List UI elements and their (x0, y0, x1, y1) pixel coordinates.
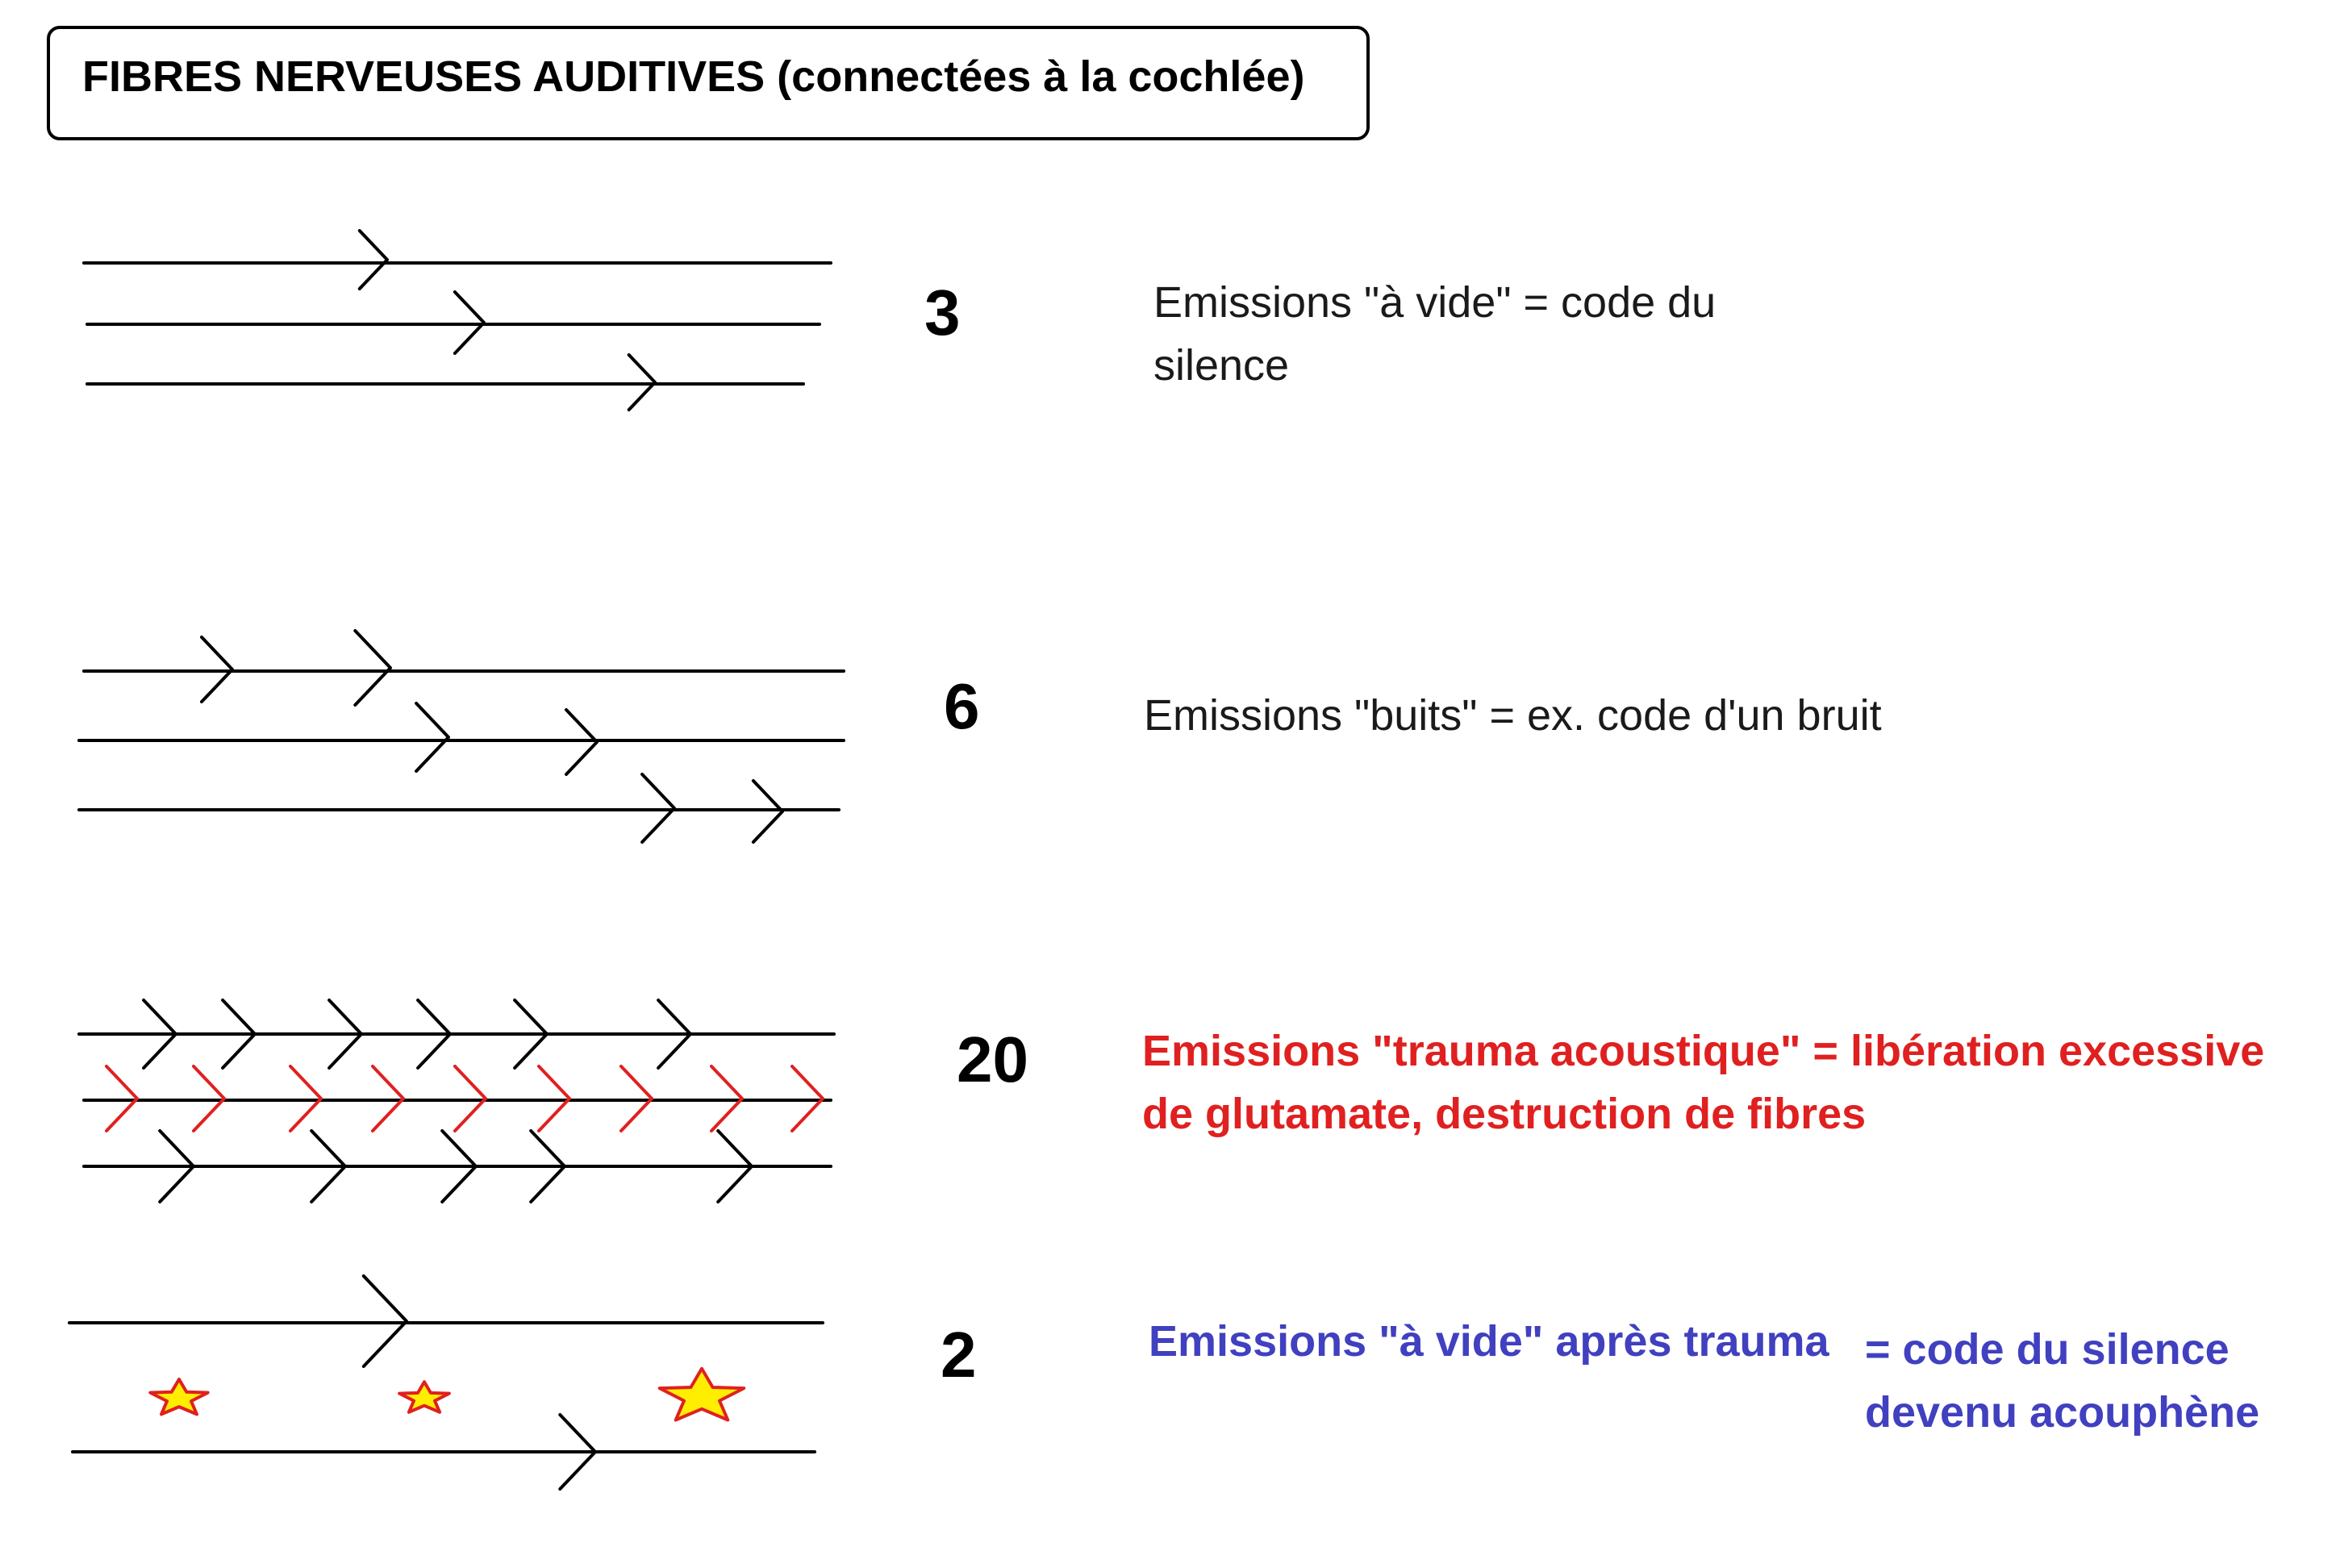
row-4-side-note-line-1: = code du silence (1865, 1325, 2230, 1374)
row-3-description-line-1: Emissions "trauma acoustique" = libérati… (1142, 1027, 2265, 1075)
row-3-fiber-2-spike-3 (289, 1065, 323, 1132)
destroyed-fiber-star-1 (148, 1378, 210, 1416)
row-3-description-line-2: de glutamate, destruction de fibres (1142, 1090, 1867, 1138)
row-1-description: Emissions "à vide" = code du silence (1153, 271, 1716, 397)
title-box: FIBRES NERVEUSES AUDITIVES (connectées à… (47, 26, 1370, 140)
row-3-fiber-2-spike-7 (619, 1065, 653, 1132)
row-2-fiber-1-spike-2 (353, 629, 392, 707)
row-2-count: 6 (944, 670, 980, 742)
row-3-fiber-2-spike-5 (453, 1065, 487, 1132)
row-3-description: Emissions "trauma acoustique" = libérati… (1142, 1020, 2264, 1145)
row-4-count: 2 (941, 1319, 977, 1391)
row-3-count: 20 (957, 1024, 1028, 1095)
row-3-fiber-3-spike-4 (529, 1129, 566, 1203)
row-3-fiber-3-spike-1 (158, 1129, 195, 1203)
row-4-description-main: Emissions "à vide" après trauma (1149, 1317, 1829, 1366)
row-4-side-note: = code du silence devenu acouphène (1865, 1318, 2259, 1444)
destroyed-fiber-star-2 (398, 1380, 451, 1414)
row-2-description: Emissions "buits" = ex. code d'un bruit (1144, 684, 1882, 747)
row-3-fiber-2-spike-8 (710, 1065, 744, 1132)
row-3-fiber-2-spike-2 (192, 1065, 226, 1132)
row-3-fiber-3-spike-2 (310, 1129, 347, 1203)
row-4-description: Emissions "à vide" après trauma (1149, 1310, 1829, 1373)
row-1-spike-1 (357, 229, 389, 290)
row-1-description-line-2: silence (1153, 341, 1290, 390)
row-1-count: 3 (924, 277, 961, 348)
row-3-fiber-2-spike-9 (790, 1065, 824, 1132)
row-2-fiber-2-spike-1 (415, 702, 450, 773)
row-4-fiber-2-spike-1 (558, 1413, 597, 1491)
row-2-fiber-3-spike-1 (640, 773, 676, 844)
row-3-fiber-2-spike-4 (371, 1065, 405, 1132)
destroyed-fiber-star-3 (657, 1366, 746, 1422)
row-3-fiber-1-spike-6 (657, 999, 692, 1070)
row-1-description-line-1: Emissions "à vide" = code du (1153, 278, 1717, 327)
row-3-fiber-3-spike-3 (440, 1129, 478, 1203)
row-2-description-line-1: Emissions "buits" = ex. code d'un bruit (1144, 691, 1882, 740)
row-3-fiber-1-spike-3 (327, 999, 363, 1070)
row-1-spike-2 (453, 290, 486, 355)
row-1-spike-3 (627, 353, 657, 411)
row-2-fiber-2-spike-2 (565, 708, 599, 776)
row-4-side-note-line-2: devenu acouphène (1865, 1388, 2260, 1437)
row-3-fiber-2-spike-1 (105, 1065, 139, 1132)
row-3-fiber-1-spike-5 (513, 999, 549, 1070)
row-3-fiber-1-spike-1 (142, 999, 177, 1070)
row-3-fiber-3-spike-5 (716, 1129, 753, 1203)
row-2-fiber-1-spike-1 (200, 636, 234, 703)
row-4-fiber-1-spike-1 (361, 1274, 408, 1368)
row-3-fiber-1-spike-4 (416, 999, 452, 1070)
row-3-fiber-1-spike-2 (221, 999, 257, 1070)
row-3-fiber-2-spike-6 (537, 1065, 571, 1132)
row-2-fiber-3-spike-2 (751, 779, 784, 844)
diagram-title: FIBRES NERVEUSES AUDITIVES (connectées à… (82, 52, 1305, 101)
